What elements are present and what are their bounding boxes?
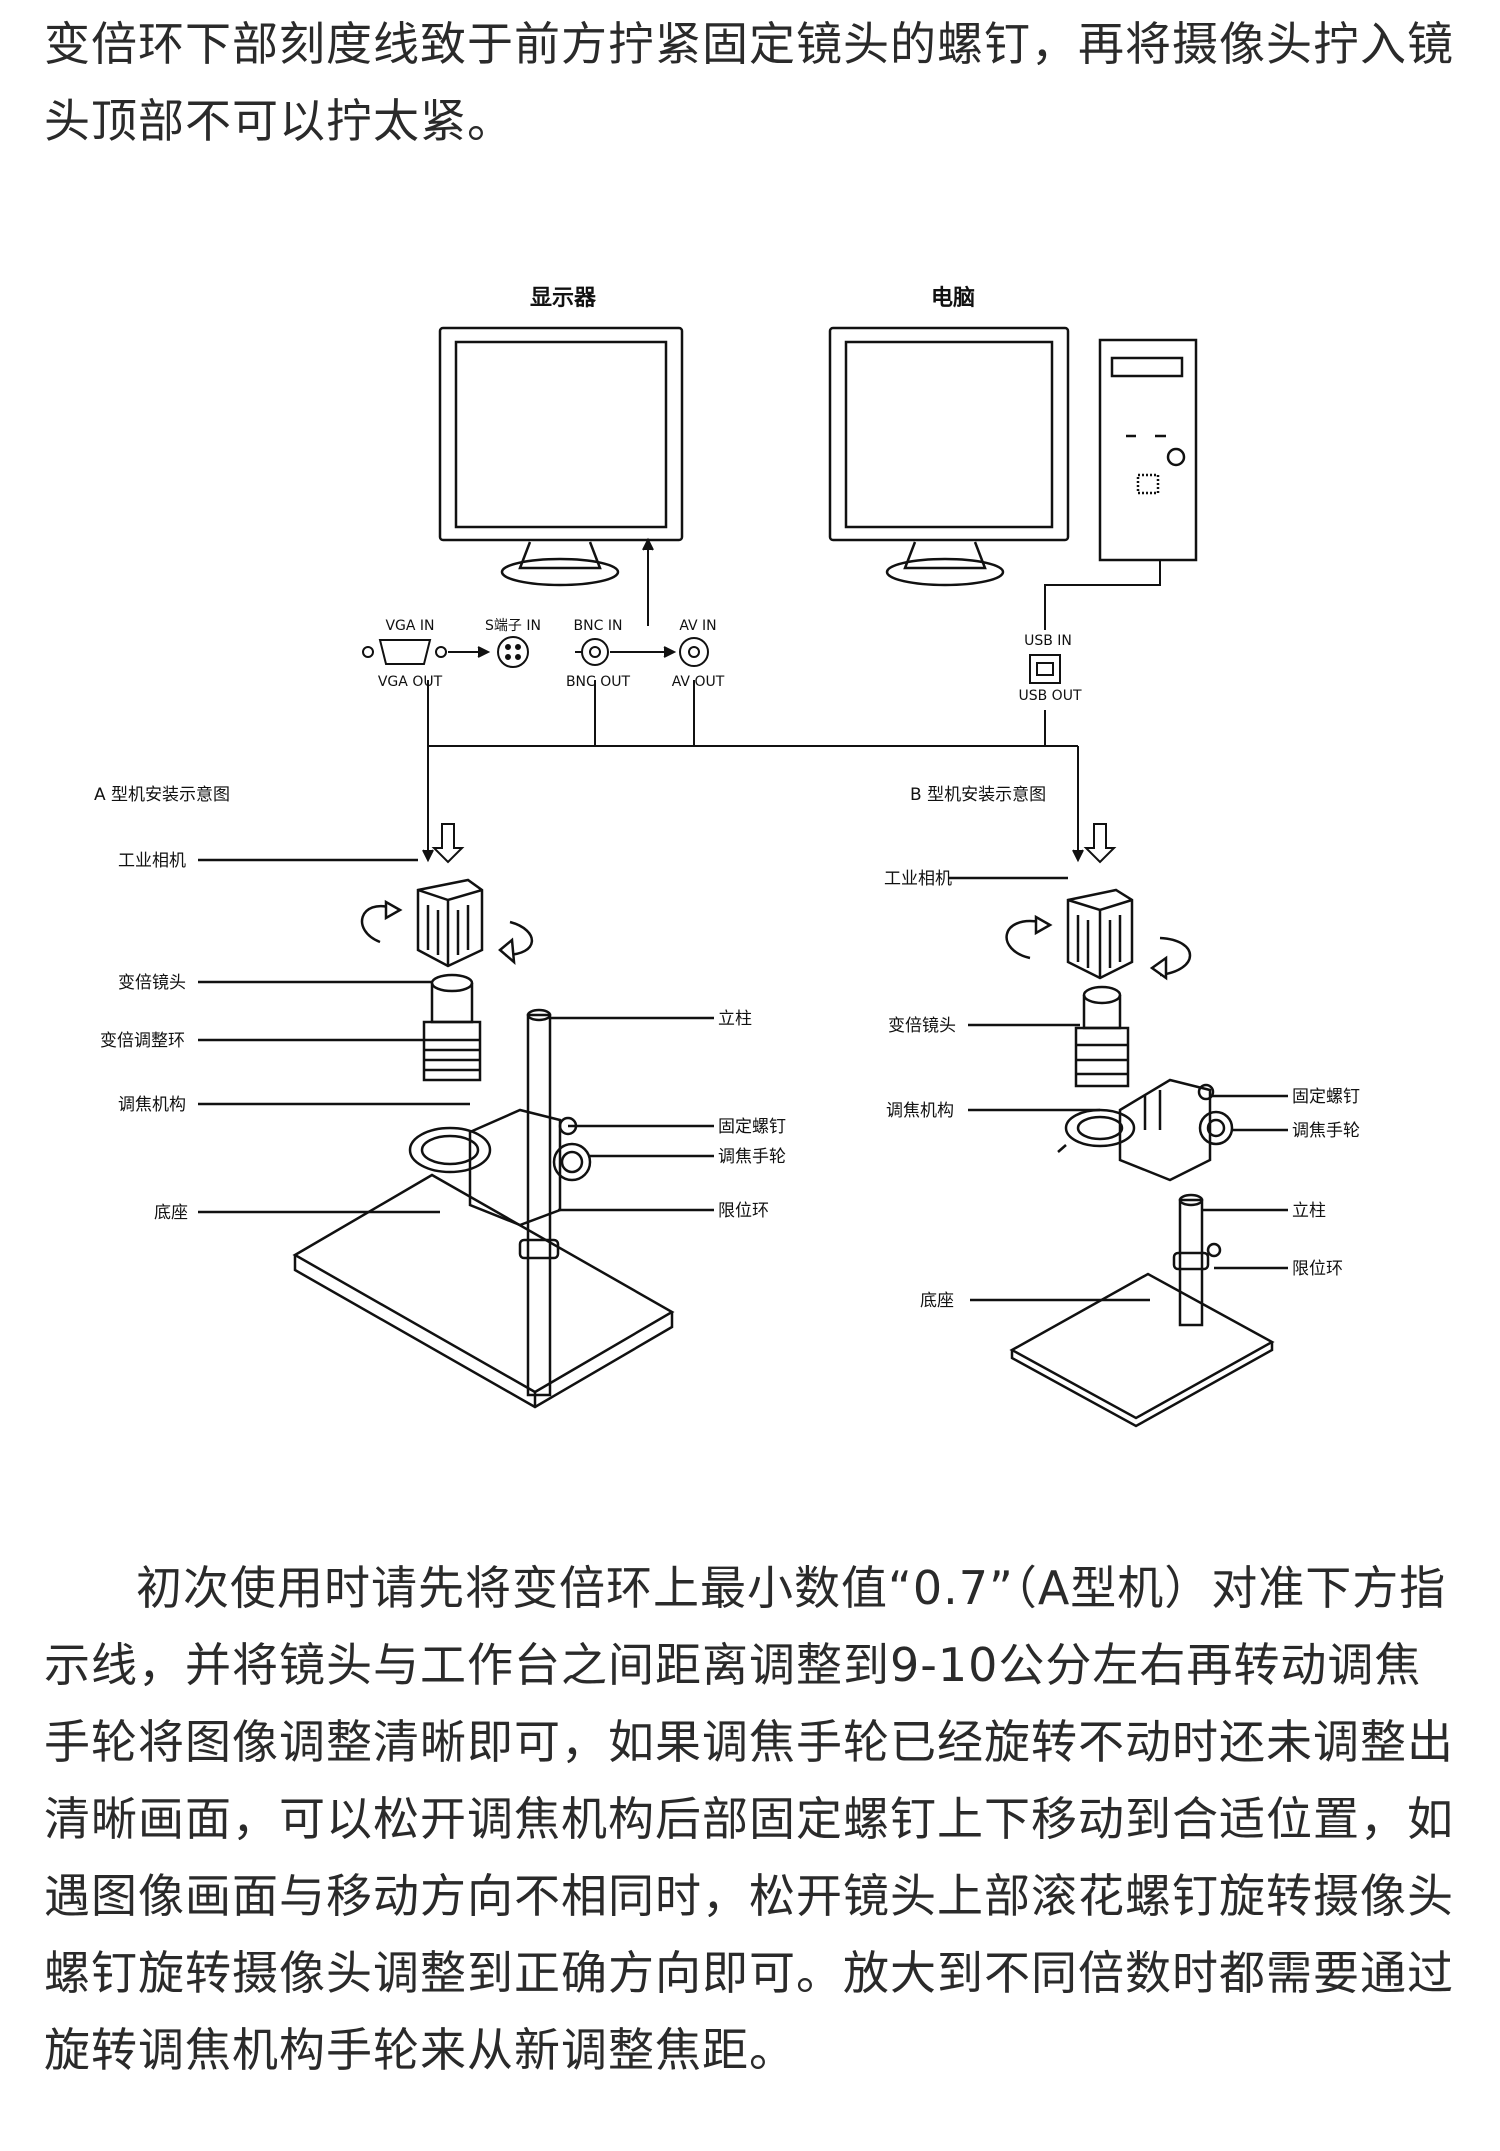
connection-and-installation-diagram: 显示器 电脑 [94, 285, 1360, 1428]
vga-out-label: VGA OUT [378, 674, 443, 690]
model-b-column-label: 立柱 [1292, 1201, 1326, 1221]
model-a-camera-label: 工业相机 [118, 851, 186, 871]
model-a-stand-icon [292, 1008, 675, 1409]
vga-in-label: VGA IN [385, 618, 434, 634]
model-a-title: A 型机安装示意图 [94, 785, 230, 805]
model-a-focus-mechanism-label: 调焦机构 [118, 1095, 186, 1115]
monitor-icon [438, 326, 684, 587]
av-port-icon [679, 637, 709, 667]
model-a-zoom-lens-icon [422, 973, 482, 1082]
s-video-port-icon [497, 636, 529, 668]
model-a-zoom-ring-label: 变倍调整环 [100, 1031, 185, 1051]
model-a-focus-knob-label: 调焦手轮 [718, 1147, 786, 1167]
monitor-title: 显示器 [530, 286, 597, 311]
model-a-column-label: 立柱 [718, 1009, 752, 1029]
model-b-base-label: 底座 [920, 1291, 954, 1311]
computer-tower-icon [1098, 338, 1198, 562]
model-b-focus-mechanism-icon [1057, 1078, 1234, 1182]
model-b-camera-icon [1066, 888, 1134, 980]
model-b-focus-knob-label: 调焦手轮 [1292, 1121, 1360, 1141]
model-b-zoom-lens-label: 变倍镜头 [888, 1016, 956, 1036]
computer-title: 电脑 [931, 285, 975, 311]
usb-in-label: USB IN [1024, 633, 1072, 649]
model-b-limit-ring-label: 限位环 [1292, 1259, 1343, 1279]
model-b-title: B 型机安装示意图 [910, 785, 1046, 805]
s-video-in-label: S端子 IN [485, 618, 541, 634]
rotate-arrows-icon [1005, 914, 1192, 981]
av-out-label: AV OUT [672, 674, 725, 690]
usb-out-label: USB OUT [1018, 688, 1081, 704]
model-a-limit-ring-label: 限位环 [718, 1201, 769, 1221]
rotate-arrows-icon [360, 899, 534, 965]
instruction-paragraph: 初次使用时请先将变倍环上最小数值“0.7”（A型机）对准下方指示线，并将镜头与工… [44, 1561, 1454, 2077]
computer-monitor-icon [828, 326, 1070, 587]
intro-paragraph: 变倍环下部刻度线致于前方拧紧固定镜头的螺钉，再将摄像头拧入镜头顶部不可以拧太紧。 [44, 17, 1454, 148]
model-a-base-label: 底座 [154, 1203, 188, 1223]
vga-port-icon [362, 639, 447, 665]
bnc-in-label: BNC IN [574, 618, 623, 634]
av-in-label: AV IN [679, 618, 716, 634]
bnc-port-icon [576, 638, 614, 666]
usb-port-icon [1029, 654, 1061, 684]
bnc-out-label: BNC OUT [566, 674, 631, 690]
model-b-zoom-lens-icon [1074, 985, 1130, 1088]
model-b-stand-icon [1009, 1193, 1275, 1428]
model-a-camera-icon [416, 878, 484, 968]
model-a-zoom-lens-label: 变倍镜头 [118, 973, 186, 993]
model-a-fixing-screw-label: 固定螺钉 [718, 1117, 786, 1137]
model-b-camera-label: 工业相机 [884, 869, 952, 889]
model-b-focus-mechanism-label: 调焦机构 [886, 1101, 954, 1121]
model-b-fixing-screw-label: 固定螺钉 [1292, 1087, 1360, 1107]
